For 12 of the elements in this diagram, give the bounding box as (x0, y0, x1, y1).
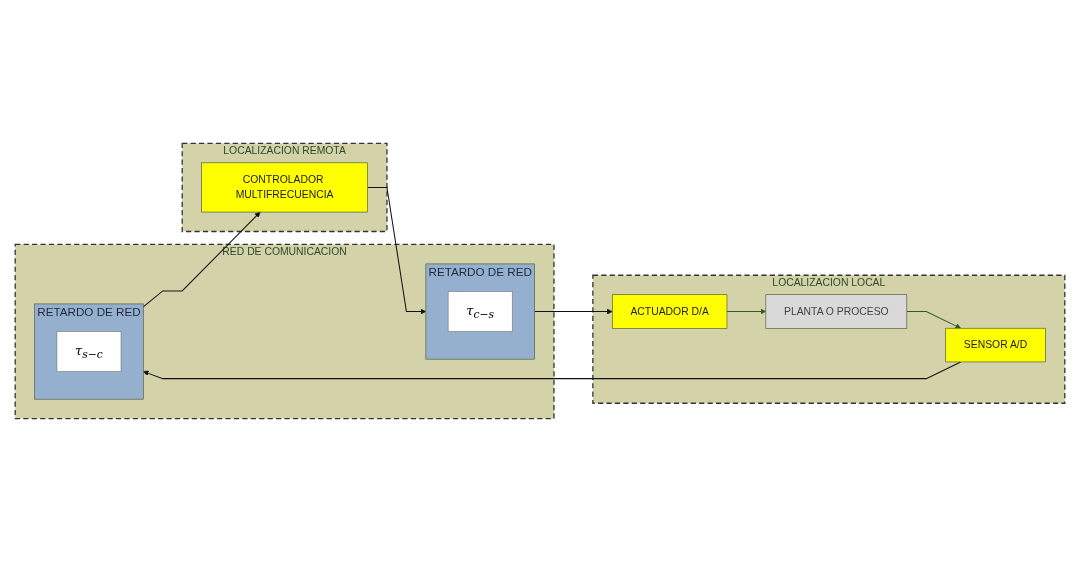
node-box: PLANTA O PROCESO (765, 294, 908, 329)
arrow (906, 311, 961, 329)
arrow (367, 186, 427, 315)
node-box: CONTROLADOR MULTIFRECUENCIA (201, 162, 368, 213)
node-box: τ$_{s−c}$ (56, 331, 122, 372)
arrow (726, 308, 767, 315)
node-box: SENSOR A/D (945, 327, 1046, 363)
arrow (143, 361, 962, 380)
node-box: ACTUADOR D/A (611, 294, 728, 329)
arrow (142, 211, 261, 308)
arrow (534, 308, 613, 315)
node-box: τ$_{c−s}$ (447, 291, 513, 332)
